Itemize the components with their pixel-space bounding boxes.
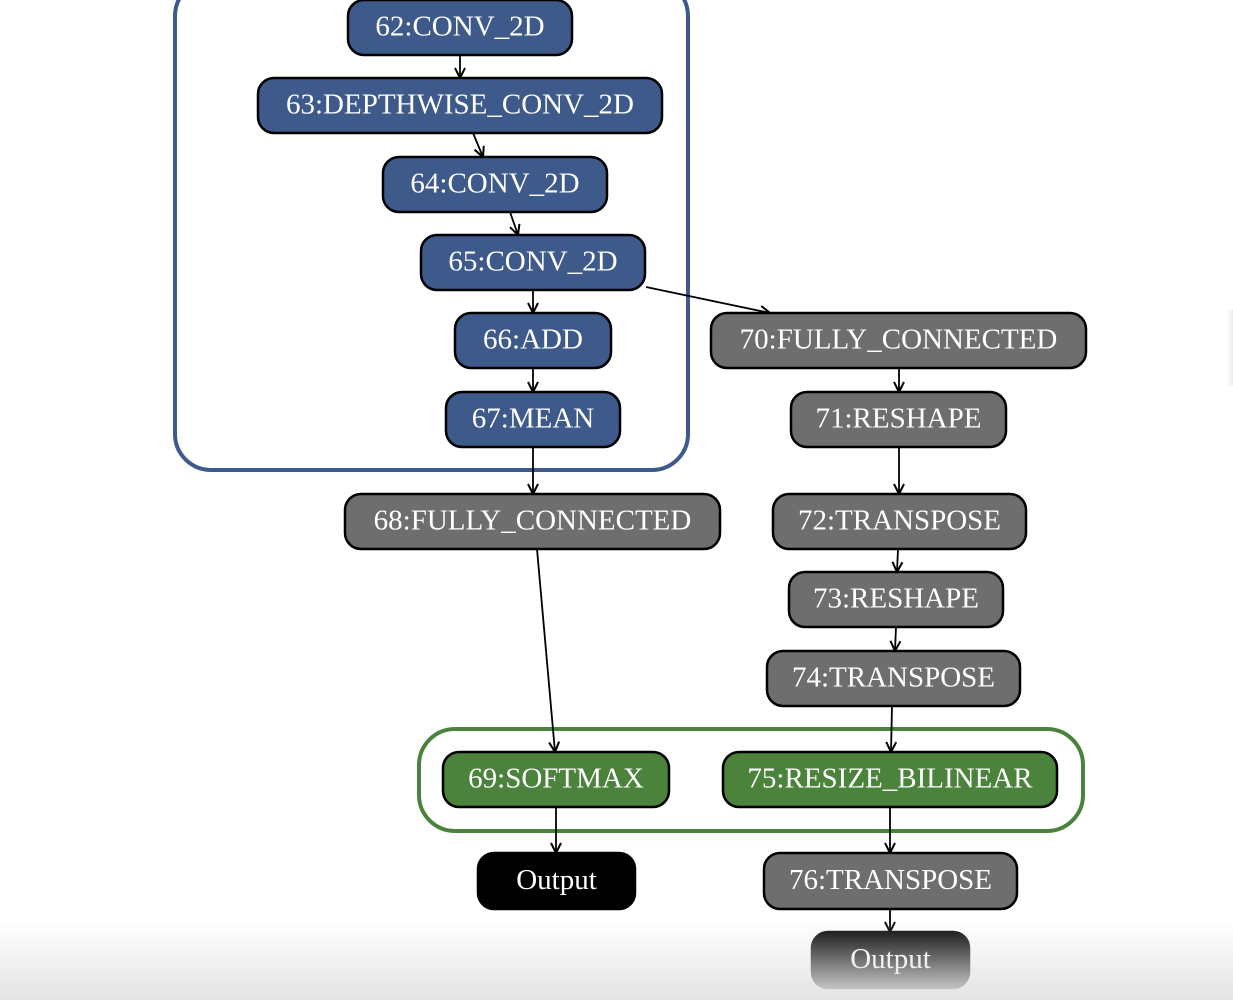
node-73[interactable]: 73:RESHAPE	[787, 570, 1005, 629]
node-box	[789, 390, 1008, 449]
node-label: 74:TRANSPOSE	[792, 662, 995, 694]
node-label: 69:SOFTMAX	[468, 763, 644, 795]
node-72[interactable]: 72:TRANSPOSE	[771, 492, 1028, 551]
node-62[interactable]: 62:CONV_2D	[346, 0, 574, 57]
node-label: 66:ADD	[483, 324, 583, 356]
node-68[interactable]: 68:FULLY_CONNECTED	[343, 492, 722, 551]
output-node[interactable]: Output	[476, 851, 637, 911]
node-box	[444, 390, 622, 449]
node-box	[256, 76, 664, 135]
edge-n63-n64	[472, 132, 483, 157]
edge-n73-n74	[895, 626, 896, 651]
node-label: 71:RESHAPE	[816, 403, 982, 435]
node-box	[765, 649, 1022, 708]
edge-n68-n69	[536, 548, 555, 752]
node-67[interactable]: 67:MEAN	[444, 390, 622, 449]
node-box	[771, 492, 1028, 551]
node-box	[476, 851, 637, 911]
node-box	[762, 851, 1019, 911]
node-label: 70:FULLY_CONNECTED	[740, 324, 1058, 356]
edge-n74-n75	[891, 705, 892, 752]
node-label: 73:RESHAPE	[813, 583, 979, 615]
node-box	[709, 311, 1088, 370]
node-label: 62:CONV_2D	[375, 11, 544, 43]
node-label: Output	[516, 864, 597, 896]
node-box	[721, 750, 1059, 809]
node-65[interactable]: 65:CONV_2D	[419, 233, 647, 292]
node-box	[453, 311, 613, 370]
node-label: 63:DEPTHWISE_CONV_2D	[286, 89, 634, 121]
cluster-green	[417, 727, 1085, 833]
node-box	[441, 750, 671, 809]
node-64[interactable]: 64:CONV_2D	[381, 155, 609, 214]
node-label: 65:CONV_2D	[448, 246, 617, 278]
node-box	[343, 492, 722, 551]
node-76[interactable]: 76:TRANSPOSE	[762, 851, 1019, 911]
output-node[interactable]: Output	[810, 930, 971, 990]
edge-n65-n70	[645, 286, 770, 313]
node-69[interactable]: 69:SOFTMAX	[441, 750, 671, 809]
node-71[interactable]: 71:RESHAPE	[789, 390, 1008, 449]
node-label: 72:TRANSPOSE	[798, 505, 1001, 537]
node-box	[381, 155, 609, 214]
node-label: 67:MEAN	[472, 403, 595, 435]
node-box	[346, 0, 574, 57]
node-63[interactable]: 63:DEPTHWISE_CONV_2D	[256, 76, 664, 135]
node-box	[787, 570, 1005, 629]
node-74[interactable]: 74:TRANSPOSE	[765, 649, 1022, 708]
node-box	[419, 233, 647, 292]
cluster-blue	[173, 0, 690, 472]
node-75[interactable]: 75:RESIZE_BILINEAR	[721, 750, 1059, 809]
node-label: Output	[850, 943, 931, 975]
node-66[interactable]: 66:ADD	[453, 311, 613, 370]
node-label: 64:CONV_2D	[410, 168, 579, 200]
node-label: 68:FULLY_CONNECTED	[374, 505, 692, 537]
node-label: 76:TRANSPOSE	[789, 864, 992, 896]
node-70[interactable]: 70:FULLY_CONNECTED	[709, 311, 1088, 370]
edge-n72-n73	[897, 548, 898, 572]
edge-n64-n65	[509, 211, 518, 235]
node-label: 75:RESIZE_BILINEAR	[747, 763, 1033, 795]
